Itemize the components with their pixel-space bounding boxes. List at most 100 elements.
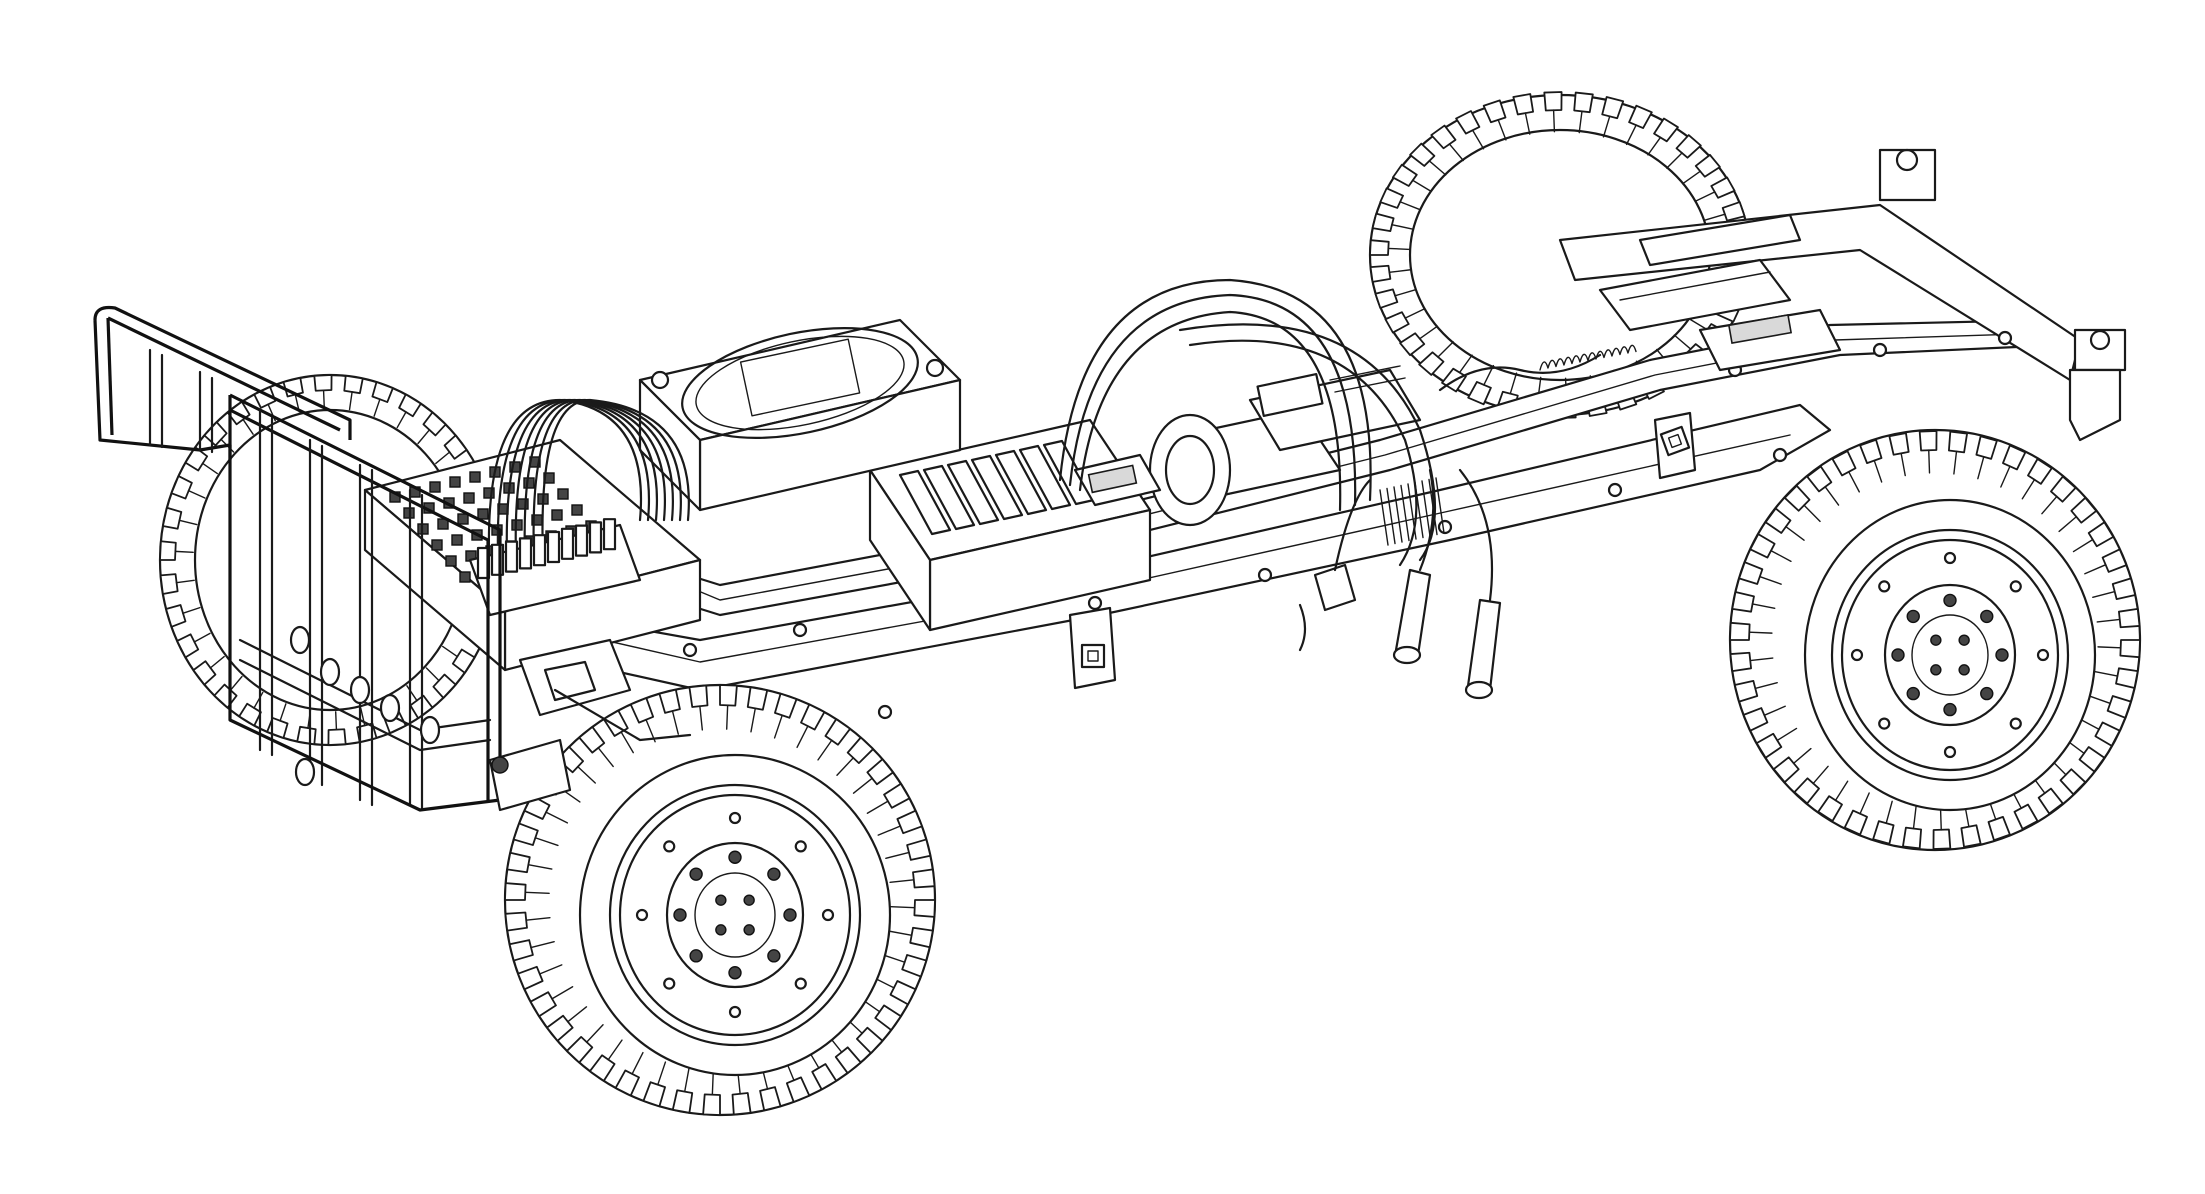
rim-bolt xyxy=(2009,580,2022,593)
tread-groove xyxy=(750,707,757,733)
tread-block xyxy=(1573,91,1594,114)
tread-groove xyxy=(773,714,783,739)
header-pin xyxy=(459,571,471,583)
tread-block xyxy=(1694,153,1721,178)
tread-block xyxy=(2070,496,2098,524)
tread-groove xyxy=(2041,495,2058,515)
tread-groove xyxy=(229,675,243,691)
tread-groove xyxy=(2000,465,2011,488)
tread-groove xyxy=(279,703,287,722)
motor-fin xyxy=(1393,486,1403,543)
rim-bolt xyxy=(1878,580,1891,593)
tread-block xyxy=(1675,134,1702,159)
lug-nut xyxy=(783,908,797,922)
hub-bolt xyxy=(743,894,755,906)
tread-block xyxy=(1960,824,1982,848)
tread-groove xyxy=(1524,112,1531,135)
tread-block xyxy=(1467,381,1492,406)
tread-block xyxy=(785,1076,811,1103)
lug-nut xyxy=(728,850,742,864)
tread-groove xyxy=(1602,115,1611,138)
tread-block xyxy=(578,726,606,754)
lug-nut xyxy=(767,867,781,881)
tread-block xyxy=(1872,820,1895,845)
tread-groove xyxy=(1703,213,1726,221)
tread-block xyxy=(1733,679,1759,703)
tread-groove xyxy=(1977,455,1985,480)
frame-bolt xyxy=(1997,330,2013,346)
tread-block xyxy=(1371,212,1395,233)
tread-groove xyxy=(1939,806,1942,831)
tread-groove xyxy=(1673,334,1692,350)
tread-groove xyxy=(373,398,381,417)
tread-block xyxy=(1987,815,2011,842)
tread-groove xyxy=(396,411,407,429)
tread-block xyxy=(896,809,923,835)
tread-groove xyxy=(253,691,264,709)
tread-block xyxy=(1729,651,1752,673)
tread-block xyxy=(906,838,932,861)
cable-ties xyxy=(1068,411,1697,690)
tread-block xyxy=(889,980,917,1006)
tread-groove xyxy=(209,655,225,669)
tread-groove xyxy=(796,725,809,749)
frame-bolt xyxy=(1607,482,1623,498)
tread-block xyxy=(1653,117,1679,143)
tread-block xyxy=(398,393,422,418)
tread-block xyxy=(2013,803,2039,830)
tread-block xyxy=(1543,91,1563,112)
tread-groove xyxy=(1404,308,1426,319)
tread-groove xyxy=(1399,201,1421,211)
frame-bolt xyxy=(1437,519,1453,535)
tread-groove xyxy=(890,906,916,909)
tread-block xyxy=(508,939,534,962)
bumper-hole xyxy=(289,625,311,655)
tread-groove xyxy=(577,765,596,784)
tread-block xyxy=(1975,435,1998,460)
tread-groove xyxy=(631,1051,644,1075)
tread-groove xyxy=(1748,631,1773,634)
lug-nut xyxy=(1906,609,1920,624)
tread-block xyxy=(2118,607,2141,629)
tread-block xyxy=(1902,826,1923,850)
tread-block xyxy=(874,1004,902,1031)
tread-block xyxy=(866,758,894,786)
tread-block xyxy=(2002,444,2027,471)
tread-groove xyxy=(1394,289,1417,297)
tread-block xyxy=(1374,288,1399,309)
frame-bolt xyxy=(682,642,698,658)
bumper-hole xyxy=(349,675,371,705)
rear-suspension xyxy=(1438,213,1842,392)
connector-pin xyxy=(588,521,603,554)
tread-groove xyxy=(1497,119,1507,141)
motor-fin xyxy=(1421,480,1431,537)
tread-block xyxy=(671,1089,694,1114)
tread-block xyxy=(1817,795,1843,822)
tread-block xyxy=(296,725,317,746)
tread-block xyxy=(1399,332,1426,357)
tread-block xyxy=(2037,787,2064,815)
bumper-hole xyxy=(294,757,316,787)
tread-groove xyxy=(334,711,338,731)
heatsink-fin xyxy=(970,454,1024,521)
tread-groove xyxy=(417,429,431,445)
tread-groove xyxy=(406,685,418,702)
motor-transmission xyxy=(1148,365,1445,546)
tread-block xyxy=(1710,176,1736,199)
tread-block xyxy=(1772,756,1800,784)
header-pin xyxy=(483,487,495,499)
tread-block xyxy=(589,1054,616,1082)
connector-pin xyxy=(602,518,617,551)
tread-block xyxy=(834,1046,862,1074)
tread-groove xyxy=(1437,341,1454,358)
tread-groove xyxy=(527,863,553,870)
tread-groove xyxy=(1458,354,1473,374)
tread-block xyxy=(565,1035,594,1064)
tread-block xyxy=(1369,264,1392,283)
tread-groove xyxy=(1418,325,1438,340)
tread-groove xyxy=(1792,747,1812,765)
tread-groove xyxy=(2088,695,2112,705)
tread-block xyxy=(2115,667,2139,689)
tread-groove xyxy=(2072,538,2094,553)
tread-groove xyxy=(877,825,902,836)
